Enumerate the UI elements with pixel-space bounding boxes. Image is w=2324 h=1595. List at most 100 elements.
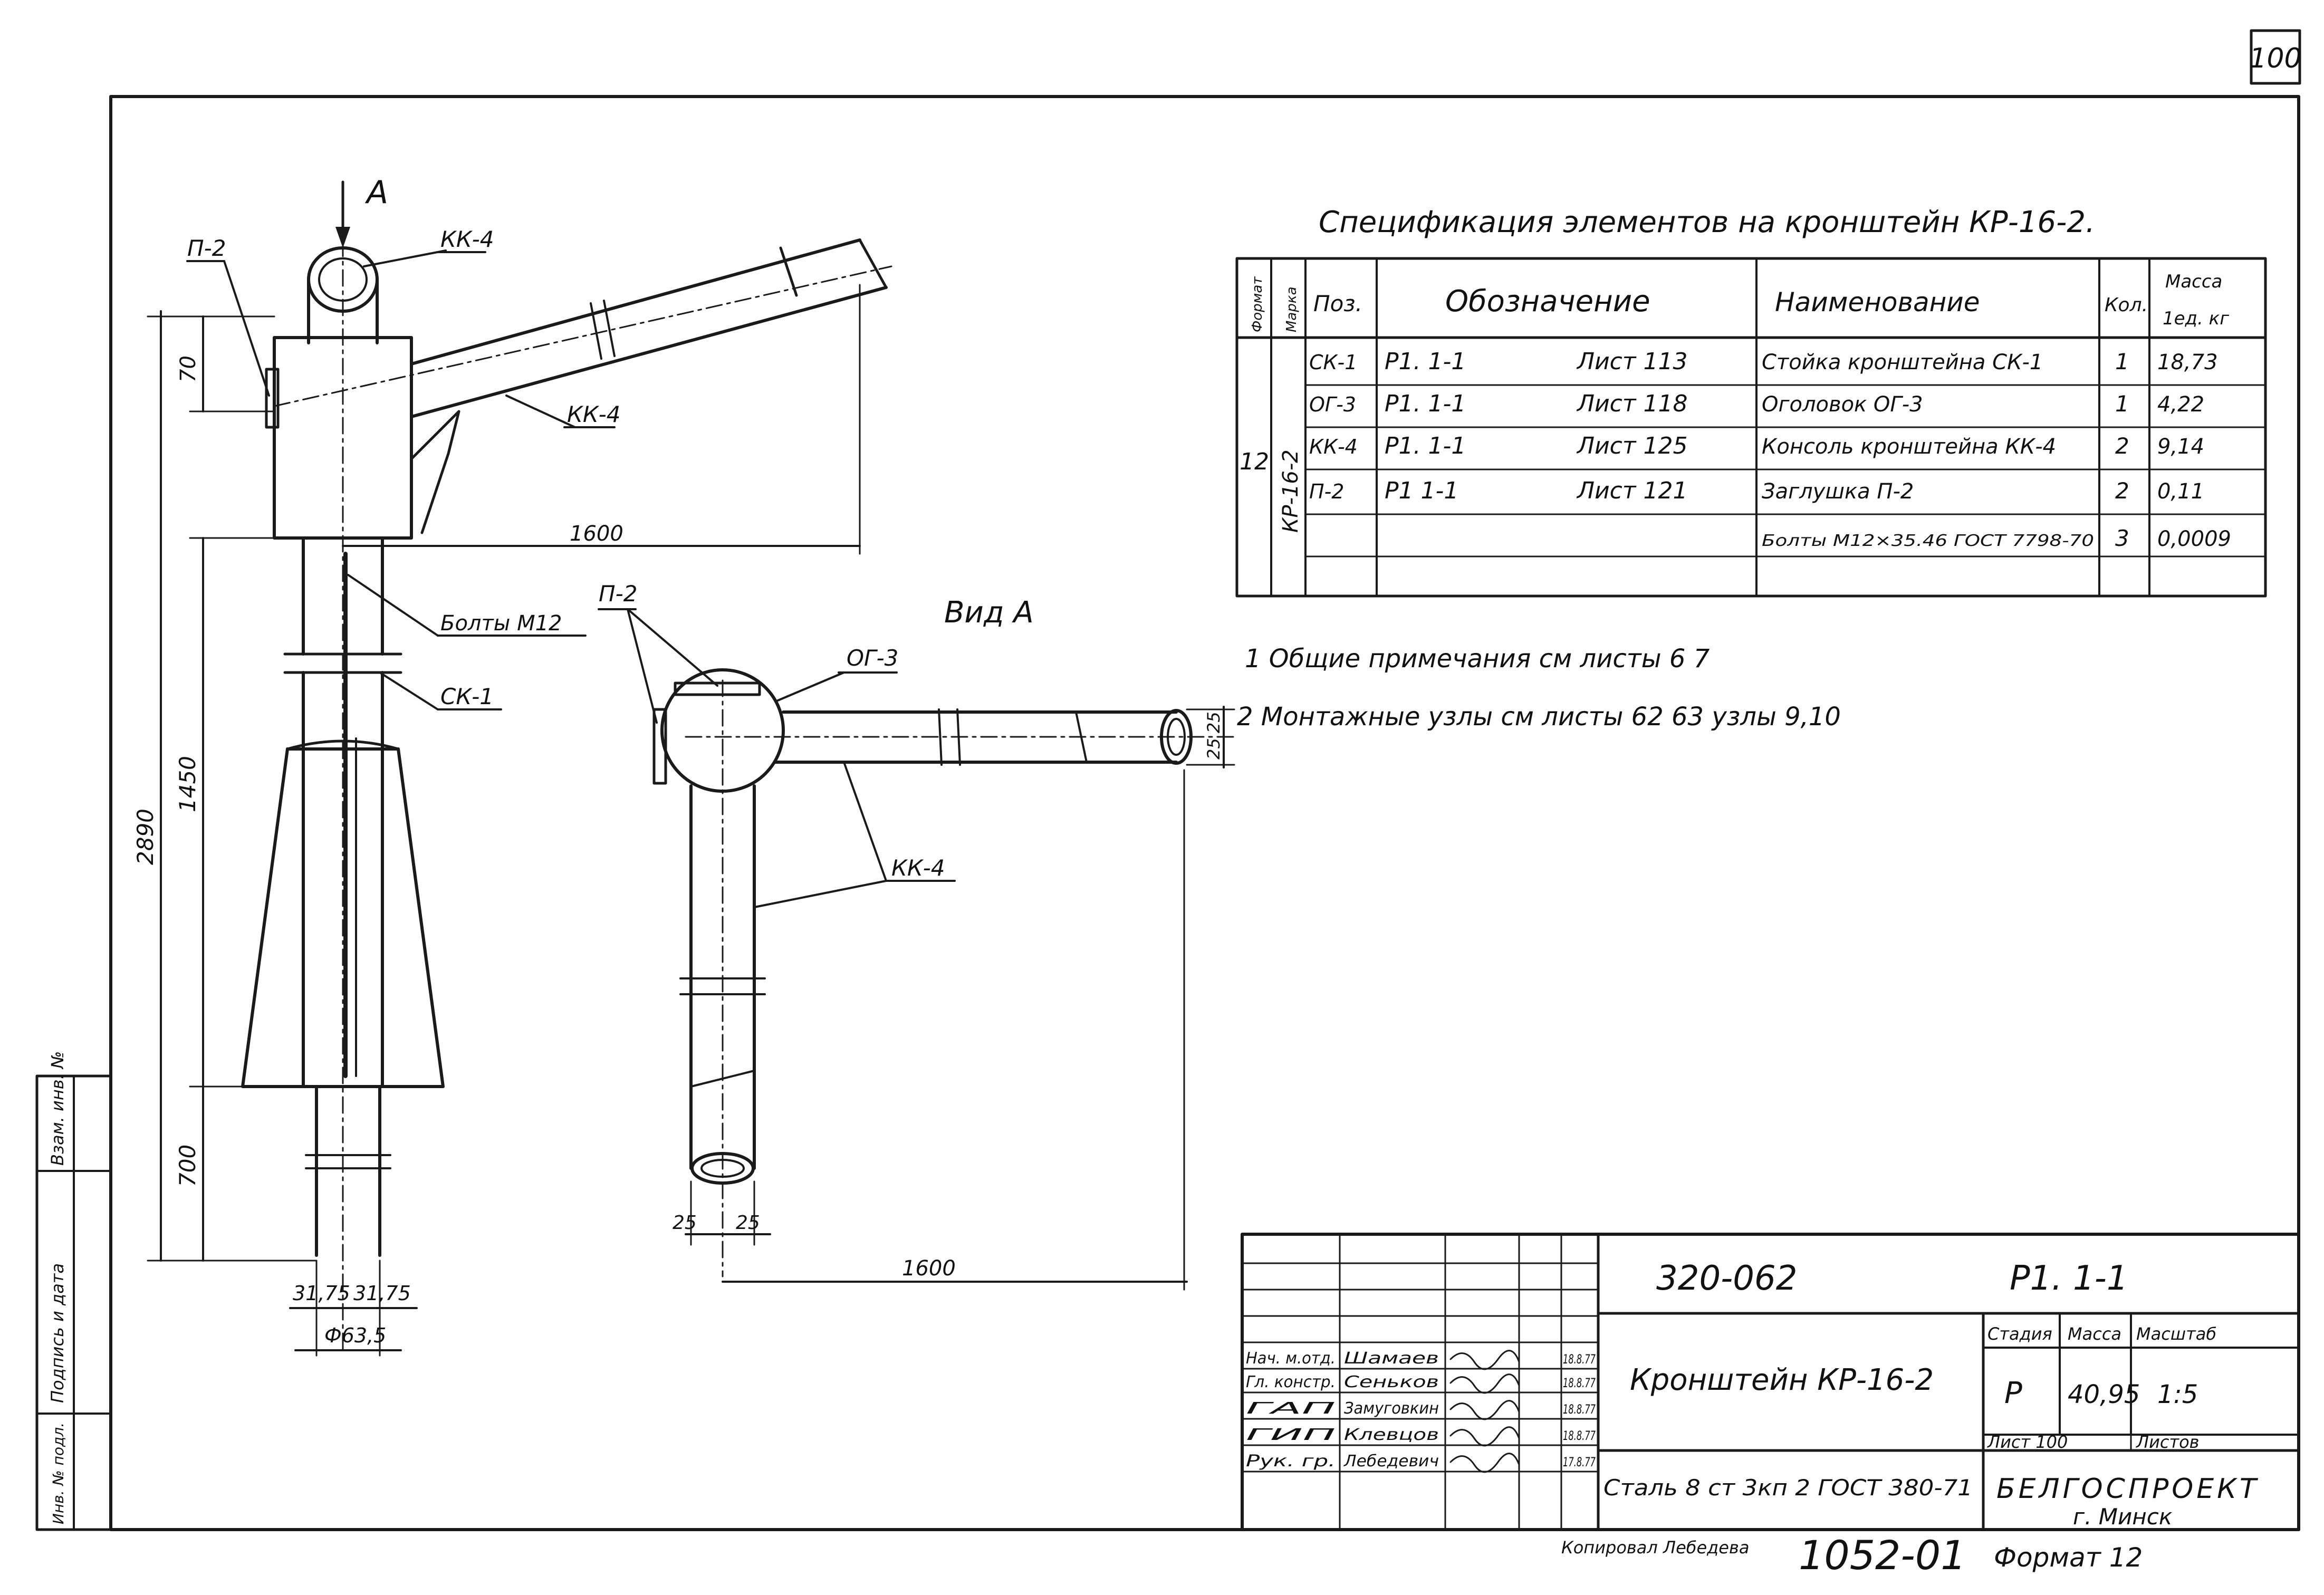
spec-row-name: Стойка кронштейна СК-1 bbox=[1762, 350, 2043, 374]
spec-row-pos: П-2 bbox=[1309, 480, 1344, 503]
dim-1450: 1450 bbox=[175, 756, 200, 812]
mass-label: Масса bbox=[2068, 1324, 2121, 1344]
label-sk1: СК-1 bbox=[440, 684, 494, 709]
label-kk4-console: КК-4 bbox=[567, 401, 621, 427]
title-block-date: 18.8.77 bbox=[1563, 1402, 1596, 1417]
title-block-name: Сеньков bbox=[1344, 1373, 1439, 1391]
stage-label: Стадия bbox=[1987, 1324, 2052, 1344]
view-a-dim-25b: 25 bbox=[1204, 738, 1224, 760]
dim-1600-elevation: 1600 bbox=[570, 522, 623, 546]
view-a-title: Вид А bbox=[944, 595, 1034, 630]
spec-row-sheet: Лист 121 bbox=[1576, 477, 1687, 504]
title-block-name: Клевцов bbox=[1344, 1426, 1439, 1444]
spec-row-pos: СК-1 bbox=[1309, 351, 1357, 374]
specification-table: Спецификация элементов на кронштейн КР-1… bbox=[1235, 205, 2267, 598]
spec-header-mark: Марка bbox=[1284, 286, 1300, 332]
spec-header-mass: Масса bbox=[2165, 271, 2222, 292]
spec-header-pos: Поз. bbox=[1313, 291, 1362, 316]
label-p2: П-2 bbox=[187, 235, 226, 261]
view-a-label-p2: П-2 bbox=[599, 581, 637, 607]
format-label: Формат 12 bbox=[1994, 1542, 2143, 1573]
drawing-title: Кронштейн КР-16-2 bbox=[1630, 1363, 1934, 1397]
spec-row-mass: 0,0009 bbox=[2157, 527, 2231, 551]
label-bolts: Болты М12 bbox=[440, 611, 562, 636]
spec-header-mass-unit: 1ед. кг bbox=[2163, 308, 2230, 329]
title-block-role: ГИП bbox=[1246, 1426, 1336, 1444]
scale-label: Масштаб bbox=[2136, 1324, 2216, 1344]
spec-row-name: Болты М12×35.46 ГОСТ 7798-70 bbox=[1762, 532, 2094, 550]
spec-row-mass: 4,22 bbox=[2157, 392, 2204, 417]
spec-row-mass: 0,11 bbox=[2157, 479, 2204, 504]
spec-header-qty: Кол. bbox=[2105, 294, 2148, 316]
spec-row-qty: 3 bbox=[2115, 525, 2129, 551]
view-a-dim-25c: 25 bbox=[673, 1212, 697, 1234]
title-block-name: Замуговкин bbox=[1344, 1399, 1439, 1418]
spec-row-doc: Р1. 1-1 bbox=[1385, 433, 1466, 459]
spec-row-sheet: Лист 125 bbox=[1576, 433, 1687, 459]
spec-header-designation: Обозначение bbox=[1445, 284, 1650, 319]
title-block: 320-062 Р1. 1-1 Кронштейн КР-16-2 Сталь … bbox=[1241, 1233, 2300, 1531]
spec-row-qty: 2 bbox=[2115, 478, 2129, 504]
page-number: 100 bbox=[2249, 43, 2301, 74]
dim-3175-right: 31,75 bbox=[353, 1282, 411, 1305]
project-code: 320-062 bbox=[1656, 1259, 1797, 1298]
spec-row-pos: КК-4 bbox=[1309, 435, 1358, 458]
title-block-role: Рук. гр. bbox=[1246, 1452, 1336, 1471]
dim-diameter: Ф63,5 bbox=[324, 1324, 386, 1347]
spec-row-sheet: Лист 118 bbox=[1576, 390, 1687, 417]
signature-scribble bbox=[1449, 1426, 1520, 1447]
left-strip: Взам. инв. № Подпись и дата Инв. № подл. bbox=[35, 1051, 112, 1531]
signature-scribble bbox=[1449, 1453, 1520, 1473]
strip-label-signature: Подпись и дата bbox=[47, 1263, 68, 1403]
order-number: 1052-01 bbox=[1799, 1532, 1966, 1579]
spec-row-mass: 18,73 bbox=[2157, 350, 2218, 374]
spec-title: Спецификация элементов на кронштейн КР-1… bbox=[1319, 205, 2095, 239]
title-block-date: 18.8.77 bbox=[1563, 1352, 1596, 1367]
spec-row-qty: 2 bbox=[2115, 433, 2129, 459]
view-a-dim-25a: 25 bbox=[1204, 712, 1224, 733]
view-a: Вид А П-2 ОГ-3 КК-4 bbox=[598, 581, 1235, 1291]
scale-value: 1:5 bbox=[2157, 1380, 2198, 1409]
sheet-code: Р1. 1-1 bbox=[2010, 1259, 2128, 1298]
sheet-label: Лист 100 bbox=[1987, 1432, 2068, 1452]
title-block-name: Лебедевич bbox=[1343, 1452, 1439, 1471]
spec-header-name: Наименование bbox=[1775, 287, 1980, 318]
strip-label-inventory: Инв. № подл. bbox=[50, 1423, 67, 1524]
spec-row-qty: 1 bbox=[2115, 349, 2129, 374]
strip-label-replace: Взам. инв. № bbox=[47, 1051, 68, 1166]
title-block-role: ГАП bbox=[1246, 1399, 1336, 1418]
label-kk4-top: КК-4 bbox=[440, 226, 494, 252]
spec-row-pos: ОГ-3 bbox=[1309, 393, 1356, 416]
org-city: г. Минск bbox=[2073, 1504, 2173, 1530]
signature-scribble bbox=[1449, 1373, 1520, 1394]
title-block-name: Шамаев bbox=[1344, 1349, 1439, 1368]
copied-by: Копировал Лебедева bbox=[1561, 1538, 1749, 1558]
spec-row-mass: 9,14 bbox=[2157, 435, 2204, 459]
dim-3175-left: 31,75 bbox=[293, 1282, 350, 1305]
stage-value: Р bbox=[2004, 1376, 2022, 1410]
title-block-role: Нач. м.отд. bbox=[1246, 1349, 1336, 1368]
note-1: 1 Общие примечания см листы 6 7 bbox=[1245, 644, 1710, 674]
view-a-label-og3: ОГ-3 bbox=[847, 645, 898, 671]
dim-700: 700 bbox=[175, 1145, 200, 1187]
spec-row-name: Заглушка П-2 bbox=[1762, 479, 1914, 504]
spec-header-format: Формат bbox=[1250, 276, 1265, 332]
title-block-date: 18.8.77 bbox=[1563, 1376, 1596, 1390]
mass-value: 40,95 bbox=[2068, 1380, 2140, 1409]
signature-scribble bbox=[1449, 1350, 1520, 1370]
spec-row-name: Оголовок ОГ-3 bbox=[1762, 392, 1923, 417]
elevation-view: А bbox=[132, 174, 892, 1357]
view-a-label-kk4: КК-4 bbox=[891, 855, 945, 881]
title-block-date: 18.8.77 bbox=[1563, 1428, 1596, 1443]
dim-70: 70 bbox=[176, 355, 200, 382]
spec-row-qty: 1 bbox=[2115, 391, 2129, 417]
signature-scribble bbox=[1449, 1400, 1520, 1420]
spec-row-doc: Р1. 1-1 bbox=[1385, 348, 1466, 375]
view-a-dim-1600: 1600 bbox=[902, 1256, 956, 1281]
org-name: БЕЛГОСПРОЕКТ bbox=[1996, 1473, 2260, 1505]
view-arrow-label: А bbox=[364, 174, 388, 211]
material-note: Сталь 8 ст 3кп 2 ГОСТ 380-71 bbox=[1603, 1475, 1973, 1501]
